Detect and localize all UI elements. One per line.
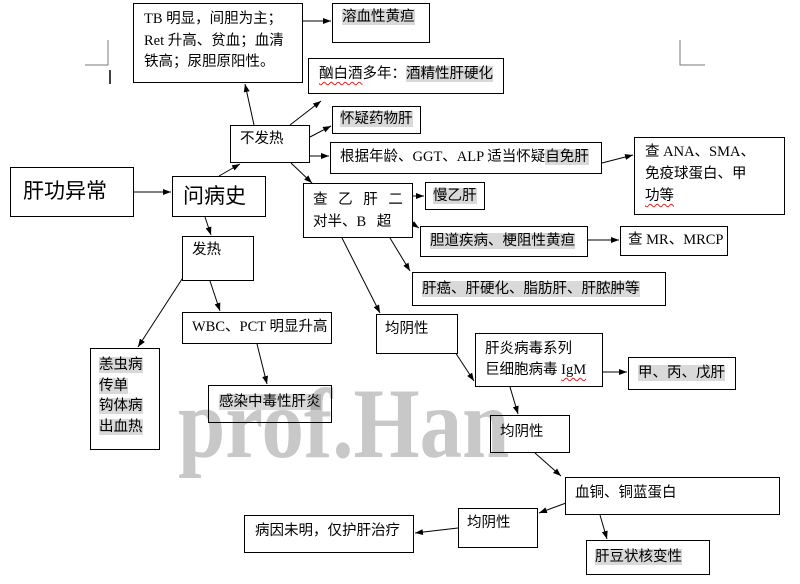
crop-mark-top-right bbox=[679, 40, 705, 66]
diagnosis-label: 甲、丙、戊肝 bbox=[638, 365, 725, 381]
node-label: 均阴性 bbox=[467, 515, 511, 531]
arrow-history-to-fever bbox=[204, 216, 212, 236]
node-line: 查 乙 肝 二 bbox=[313, 192, 403, 208]
node-label: 病因未明，仅护肝治疗 bbox=[255, 523, 400, 539]
node-autoimmune-tests: 查 ANA、SMA、 免疫球蛋白、甲 功等 bbox=[634, 137, 785, 215]
node-drug-induced: 怀疑药物肝 bbox=[332, 106, 421, 134]
node-line: 铁高；尿胆原阳性。 bbox=[144, 54, 275, 70]
node-autoimmune: 根据年龄、GGT、ALP 适当怀疑自免肝 bbox=[330, 142, 602, 174]
node-hemolysis-findings: TB 明显，间胆为主； Ret 升高、贫血；血清 铁高；尿胆原阳性。 bbox=[133, 3, 303, 83]
arrow-no-fever-to-drug-induced bbox=[309, 125, 332, 138]
arrow-negative-2-to-copper-tests bbox=[534, 452, 562, 477]
arrow-no-fever-to-hemolysis-findings bbox=[243, 83, 255, 126]
arrow-hbv-tests-to-negative-1 bbox=[341, 237, 381, 314]
arrow-fever-to-wbc-pct bbox=[209, 280, 221, 312]
node-line: 传单 bbox=[99, 376, 151, 397]
diagnosis-label: 钩体病 bbox=[99, 398, 143, 415]
node-negative-2: 均阴性 bbox=[490, 415, 570, 453]
node-toxic-hepatitis: 感染中毒性肝炎 bbox=[208, 385, 332, 423]
node-fever: 发热 bbox=[182, 236, 254, 281]
arrow-no-fever-to-alcohol bbox=[289, 100, 322, 126]
node-label: 血铜、铜蓝蛋白 bbox=[575, 485, 677, 501]
arrow-negative-3-to-unknown-cause bbox=[414, 527, 459, 536]
node-line: Ret 升高、贫血；血清 bbox=[144, 32, 284, 49]
node-line: 功等 bbox=[645, 185, 774, 207]
arrow-no-fever-to-hbv-tests bbox=[290, 162, 313, 184]
node-line: 巨细胞病毒 IgM bbox=[485, 360, 593, 381]
node-history: 问病史 bbox=[172, 176, 266, 217]
diagnosis-label: 肝癌、肝硬化、脂肪肝、肝脓肿等 bbox=[422, 281, 640, 297]
virus-test-name: 巨细胞病毒 bbox=[485, 362, 562, 378]
diagnosis-label: 恙虫病 bbox=[99, 357, 143, 373]
node-hemolytic-jaundice: 溶血性黄疸 bbox=[332, 3, 430, 43]
node-label: 肝功异常 bbox=[23, 179, 107, 203]
flagged-text: 功等 bbox=[645, 188, 674, 204]
diagnosis-label: 感染中毒性肝炎 bbox=[219, 394, 321, 410]
flagged-text: IgM bbox=[561, 362, 587, 378]
node-other-liver-disease: 肝癌、肝硬化、脂肪肝、肝脓肿等 bbox=[412, 272, 666, 306]
diagnosis-label: 酒精性肝硬化 bbox=[406, 66, 493, 82]
node-line: 钩体病 bbox=[99, 396, 151, 417]
node-negative-3: 均阴性 bbox=[458, 508, 538, 548]
diagnosis-label: 慢乙肝 bbox=[433, 188, 477, 204]
node-chronic-hbv: 慢乙肝 bbox=[425, 182, 485, 210]
node-biliary: 胆道疾病、梗阻性黄疸 bbox=[420, 226, 588, 257]
arrow-copper-tests-to-negative-3 bbox=[538, 502, 567, 514]
node-no-fever: 不发热 bbox=[230, 125, 310, 163]
node-label: 查 MR、MRCP bbox=[628, 232, 724, 248]
node-label: 发热 bbox=[192, 242, 221, 258]
crop-mark-top-left bbox=[85, 40, 109, 66]
node-line: 查 ANA、SMA、 bbox=[645, 144, 755, 160]
diagnosis-label: 传单 bbox=[99, 377, 128, 394]
node-label: 均阴性 bbox=[385, 321, 429, 337]
node-label: 不发热 bbox=[240, 131, 284, 147]
diagnosis-label: 出血热 bbox=[99, 419, 143, 436]
node-label: 均阴性 bbox=[500, 424, 544, 440]
node-line: TB 明显，间胆为主； bbox=[144, 11, 283, 27]
arrow-autoimmune-to-autoimmune-tests bbox=[601, 154, 634, 164]
node-virus-tests: 肝炎病毒系列 巨细胞病毒 IgM bbox=[475, 333, 603, 387]
arrow-copper-tests-to-wilson bbox=[599, 514, 608, 540]
arrow-wbc-pct-to-toxic-hepatitis bbox=[256, 343, 268, 385]
diagnosis-label: 自免肝 bbox=[545, 149, 589, 165]
node-label: 问病史 bbox=[183, 184, 246, 208]
arrow-negative-1-to-virus-tests bbox=[454, 351, 475, 382]
node-line: 免疫球蛋白、甲 bbox=[645, 166, 747, 182]
diagnosis-label: 胆道疾病、梗阻性黄疸 bbox=[430, 233, 575, 249]
arrow-hbv-tests-to-other-liver-disease bbox=[389, 237, 411, 272]
diagnosis-label: 溶血性黄疸 bbox=[342, 9, 415, 25]
alcohol-history-flagged: 酗白酒 bbox=[319, 66, 363, 82]
node-negative-1: 均阴性 bbox=[376, 314, 458, 354]
node-line: 出血热 bbox=[99, 417, 151, 438]
arrow-history-to-no-fever bbox=[218, 163, 241, 177]
node-mrcp: 查 MR、MRCP bbox=[620, 226, 728, 256]
node-line: 对半、B 超 bbox=[313, 214, 392, 230]
autoimmune-criteria: 根据年龄、GGT、ALP 适当怀疑 bbox=[340, 149, 546, 165]
diagnosis-label: 怀疑药物肝 bbox=[340, 111, 413, 127]
node-wilson: 肝豆状核变性 bbox=[586, 540, 710, 575]
node-liver-function-abnormal: 肝功异常 bbox=[10, 167, 134, 217]
node-line: 肝炎病毒系列 bbox=[485, 341, 572, 357]
node-unknown-cause: 病因未明，仅护肝治疗 bbox=[244, 515, 414, 553]
node-copper-tests: 血铜、铜蓝蛋白 bbox=[565, 477, 780, 515]
node-line: 恙虫病 bbox=[99, 355, 151, 376]
arrow-virus-tests-to-negative-2 bbox=[509, 386, 519, 415]
diagnosis-label: 肝豆状核变性 bbox=[595, 549, 682, 565]
node-alcohol: 酗白酒多年：酒精性肝硬化 bbox=[308, 58, 504, 94]
arrow-fever-to-febrile-infections bbox=[137, 275, 185, 348]
node-viral-hepatitis: 甲、丙、戊肝 bbox=[628, 357, 736, 390]
alcohol-history-rest: 多年： bbox=[362, 66, 407, 82]
node-label: WBC、PCT 明显升高 bbox=[192, 319, 328, 335]
node-hbv-tests: 查 乙 肝 二 对半、B 超 bbox=[303, 183, 413, 238]
node-wbc-pct: WBC、PCT 明显升高 bbox=[182, 312, 332, 344]
node-febrile-infections: 恙虫病 传单 钩体病 出血热 bbox=[90, 348, 160, 450]
